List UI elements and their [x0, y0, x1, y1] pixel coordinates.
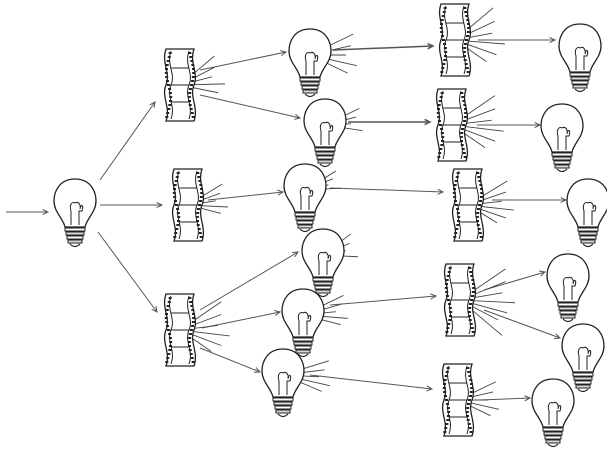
lightbulb-icon	[559, 24, 601, 92]
lightbulb-icon	[567, 179, 607, 247]
film-strip-icon	[443, 364, 474, 436]
connector-arrow	[310, 375, 432, 389]
lightbulb-icon	[562, 324, 604, 392]
connector-arrow	[100, 102, 155, 180]
lightbulb-icon	[547, 254, 589, 322]
lightbulb-icon	[541, 104, 583, 172]
lightbulb-icon	[289, 29, 331, 97]
lightbulb-icon	[532, 379, 574, 447]
lightbulb-icon	[304, 99, 346, 167]
lightbulb-icon	[282, 289, 324, 357]
lightbulb-icon	[262, 349, 304, 417]
connector-arrow	[200, 95, 300, 118]
connector-arrow	[200, 52, 286, 70]
node-layer	[54, 4, 607, 447]
film-strip-icon	[165, 294, 196, 366]
lightbulb-icon	[302, 229, 344, 297]
film-strip-icon	[453, 169, 484, 241]
connector-arrow	[330, 296, 436, 305]
film-strip-icon	[173, 169, 204, 241]
ray-line	[468, 300, 515, 302]
film-strip-icon	[445, 264, 476, 336]
connector-arrow	[200, 348, 260, 372]
film-strip-icon	[440, 4, 471, 76]
lightbulb-icon	[284, 164, 326, 232]
lightbulb-icon	[54, 179, 96, 247]
connector-arrow	[330, 188, 443, 192]
connector-arrow	[484, 310, 560, 338]
connector-arrow	[98, 232, 157, 312]
film-strip-icon	[165, 49, 196, 121]
film-strip-icon	[437, 89, 468, 161]
connector-arrow	[484, 272, 545, 290]
